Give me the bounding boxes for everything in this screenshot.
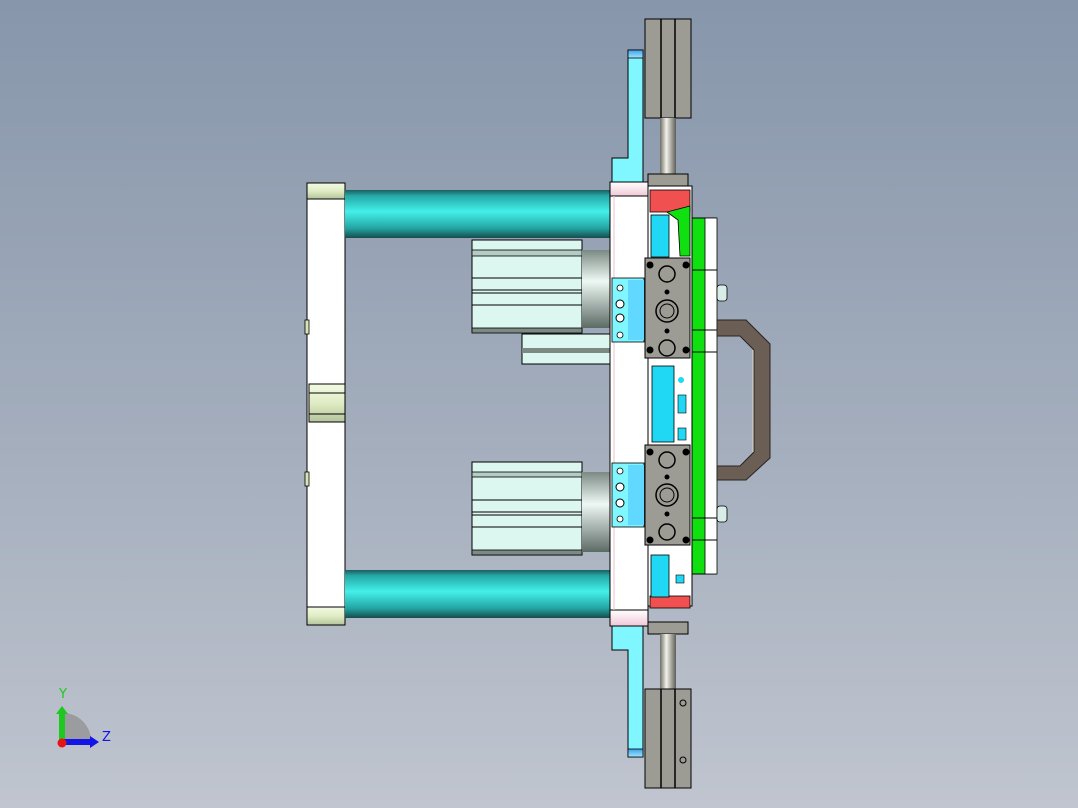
lower-linear-slide[interactable] [644, 621, 692, 789]
upper-bolt [716, 284, 728, 302]
z-axis-label: Z [102, 730, 111, 745]
upper-air-cylinder[interactable] [471, 239, 615, 365]
rear-frame-plate[interactable] [304, 182, 346, 626]
upper-guide-rod[interactable] [345, 190, 613, 238]
upper-cyan-bracket[interactable] [611, 49, 644, 183]
upper-gripper-jaw[interactable] [644, 257, 691, 359]
green-pressure-plate[interactable] [691, 217, 718, 575]
z-axis-arrow [63, 739, 91, 745]
upper-port-block[interactable] [611, 277, 645, 343]
lower-air-cylinder[interactable] [471, 461, 614, 556]
handle[interactable] [716, 319, 771, 481]
lower-cyan-bracket[interactable] [611, 625, 644, 758]
upper-linear-slide[interactable] [644, 18, 692, 187]
lower-bolt [716, 505, 728, 523]
lower-gripper-jaw[interactable] [644, 444, 691, 546]
coordinate-triad: Y Z [40, 680, 140, 760]
y-axis-label: Y [59, 687, 67, 702]
main-mounting-plate[interactable] [609, 181, 649, 627]
x-axis-origin [57, 738, 67, 748]
y-axis-arrow [59, 712, 65, 741]
lower-port-block[interactable] [611, 462, 645, 528]
lower-guide-rod[interactable] [345, 570, 613, 618]
